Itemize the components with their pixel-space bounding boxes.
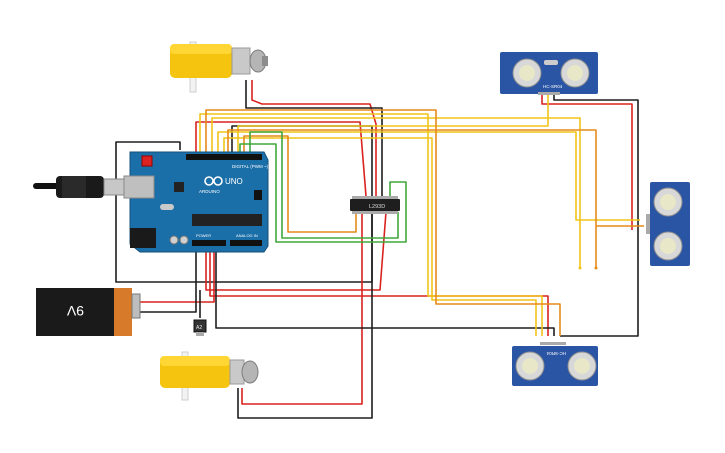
- usb-plug-grip: [62, 176, 86, 198]
- motor-body-shade: [160, 356, 230, 366]
- infinity-logo: [204, 176, 223, 186]
- sensor-bottom-label: HC-SR04: [546, 351, 566, 356]
- wire-red-batt[interactable]: [135, 250, 215, 303]
- switch-label: A2: [196, 325, 202, 331]
- wire-ends: [578, 266, 598, 270]
- wire-red-2[interactable]: [195, 121, 367, 197]
- small-ic: [174, 182, 184, 192]
- capacitor-1: [169, 235, 179, 245]
- ultrasonic-sensor-bottom[interactable]: HC-SR04: [512, 342, 598, 386]
- battery-black: [36, 288, 116, 336]
- power-jack: [130, 228, 156, 248]
- wire-red-top-motor[interactable]: [251, 80, 377, 196]
- wire-yellow-5[interactable]: [237, 94, 549, 152]
- power-header-label: POWER: [196, 233, 211, 238]
- wire-black-bottom-motor[interactable]: [237, 212, 373, 419]
- wire-red-top-sensor[interactable]: [541, 94, 633, 230]
- slide-switch[interactable]: A2: [193, 319, 207, 336]
- wire-black-right[interactable]: [215, 250, 555, 336]
- wire-green-2[interactable]: [239, 143, 407, 243]
- sensor-right-label: HC-SR04: [689, 220, 694, 240]
- wire-yellow-4[interactable]: [223, 137, 537, 336]
- driver-pins-top: [352, 196, 398, 199]
- sensor-eye-right-mesh: [567, 65, 583, 81]
- motor-body-shade: [170, 44, 232, 54]
- wire-red-right[interactable]: [209, 250, 549, 336]
- motor-can: [241, 360, 259, 384]
- 9v-battery[interactable]: 9V: [36, 288, 141, 336]
- wire-red-3[interactable]: [205, 211, 387, 291]
- switch-legs: [196, 332, 204, 336]
- usb-jack: [123, 175, 155, 199]
- sensor-crystal: [544, 60, 558, 65]
- sensor-pins: [540, 342, 566, 345]
- wire-orange-1[interactable]: [205, 109, 561, 336]
- battery-orange: [114, 288, 132, 336]
- capacitor-2: [179, 235, 189, 245]
- analog-header: [230, 240, 262, 246]
- sensor-eye-left-mesh: [519, 65, 535, 81]
- wire-yellow-1[interactable]: [199, 113, 543, 336]
- wire-black-top-sensor[interactable]: [553, 94, 639, 337]
- digital-header: [186, 154, 262, 160]
- wire-orange-2[interactable]: [227, 129, 597, 268]
- driver-label: L293D: [369, 204, 385, 210]
- dc-motor-bottom[interactable]: [160, 351, 259, 401]
- wire-yellow-3[interactable]: [217, 131, 640, 221]
- arduino-uno-board[interactable]: DIGITAL (PWM ~) POWER ANALOG IN UNO ARDU…: [123, 151, 269, 253]
- motor-gearbox: [231, 47, 251, 75]
- sensor-pins: [538, 92, 560, 95]
- battery-label: 9V: [66, 303, 84, 319]
- wire-orange-3[interactable]: [243, 135, 357, 233]
- ultrasonic-sensor-right[interactable]: HC-SR04: [646, 182, 694, 266]
- sensor-eye-top-mesh: [660, 194, 676, 210]
- reset-button[interactable]: [141, 155, 153, 167]
- sensor-eye-bottom-mesh: [660, 238, 676, 254]
- driver-pins-bottom: [352, 211, 398, 214]
- sensor-eye-right-mesh: [574, 358, 590, 374]
- sensor-pins: [646, 214, 650, 234]
- arduino-brand-text: ARDUINO: [199, 189, 220, 194]
- sensor-eye-left-mesh: [522, 358, 538, 374]
- wire-black-1[interactable]: [245, 80, 383, 196]
- digital-header-label: DIGITAL (PWM ~): [232, 164, 269, 169]
- sensor-top-label: HC-SR04: [543, 84, 563, 89]
- wire-green-1[interactable]: [249, 131, 399, 239]
- wires: [115, 80, 644, 419]
- driver-body: [350, 199, 400, 211]
- wire-black-batt[interactable]: [135, 250, 197, 313]
- motor-tab: [262, 56, 268, 66]
- power-header: [192, 240, 226, 246]
- ultrasonic-sensor-top[interactable]: HC-SR04: [500, 52, 598, 95]
- crystal: [160, 204, 174, 210]
- icsp-header: [254, 190, 262, 200]
- analog-header-label: ANALOG IN: [236, 233, 258, 238]
- mcu-chip: [192, 214, 262, 226]
- battery-terminal: [131, 293, 141, 319]
- usb-cable[interactable]: [33, 176, 131, 198]
- dc-motor-top[interactable]: [170, 41, 268, 93]
- l293d-motor-driver[interactable]: L293D: [350, 196, 400, 214]
- uno-logo-text: UNO: [225, 177, 243, 186]
- wire-yellow-2[interactable]: [211, 117, 581, 268]
- wire-red-bottom-motor[interactable]: [241, 212, 363, 405]
